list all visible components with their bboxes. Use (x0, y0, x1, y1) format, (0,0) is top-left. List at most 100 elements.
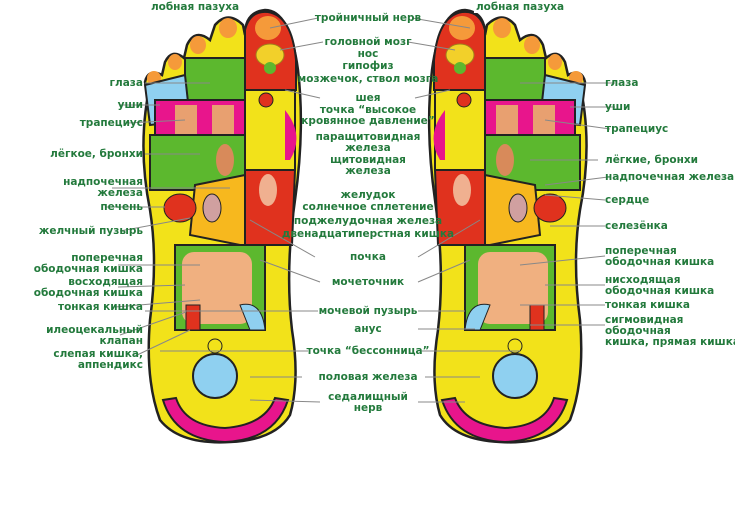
label-line: нерв (353, 402, 383, 414)
label-line: глаза (109, 77, 143, 89)
center-label: мозжечок, ствол мозга (298, 74, 439, 85)
right-label: тонкая кишка (605, 300, 690, 311)
left-label: лёгкое, бронхи (50, 149, 143, 160)
label-line: желудок (340, 189, 396, 201)
label-line: надпочечная (63, 176, 143, 188)
center-label: желудок (341, 190, 396, 201)
center-label: солнечное сплетение (302, 202, 433, 213)
label-line: солнечное сплетение (302, 201, 434, 213)
right-label: трапециус (605, 124, 668, 135)
right-label: надпочечная железа (605, 172, 734, 183)
label-line: поперечная (605, 245, 677, 257)
label-line: трапециус (79, 117, 143, 129)
label-line: кишка, прямая кишка (605, 336, 735, 348)
label-line: восходящая (68, 276, 143, 288)
label-line: уши (605, 101, 631, 113)
center-label: тройничный нерв (315, 13, 421, 24)
right-label: селезёнка (605, 221, 668, 232)
label-line: поджелудочная железа (293, 215, 443, 227)
left-label: глаза (110, 78, 143, 89)
label-frontal-sinus-left: лобная пазуха (148, 1, 242, 13)
label-line: трапециус (605, 123, 669, 135)
center-label: гипофиз (342, 61, 393, 72)
left-label: уши (118, 100, 143, 111)
label-line: половая железа (318, 371, 418, 383)
center-label: головной мозг (324, 37, 411, 48)
label-line: уши (117, 99, 143, 111)
center-label: анус (354, 324, 381, 335)
left-label: печень (100, 202, 143, 213)
label-line: нос (357, 48, 379, 60)
right-label: сердце (605, 195, 649, 206)
label-line: анус (354, 323, 382, 335)
label-line: железа (345, 165, 391, 177)
label-line: тройничный нерв (314, 12, 422, 24)
left-label: трапециус (80, 118, 143, 129)
label-line: сигмовидная (605, 314, 684, 326)
right-label: глаза (605, 78, 638, 89)
label-line: железа (345, 142, 391, 154)
left-label: слепая кишка,аппендикс (53, 349, 143, 371)
label-line: точка “высокое (319, 104, 417, 116)
label-line: селезёнка (605, 220, 668, 232)
label-line: гипофиз (342, 60, 394, 72)
label-line: железа (97, 187, 143, 199)
label-line: ободочная кишка (605, 285, 715, 297)
right-label: уши (605, 102, 630, 113)
center-label: шея (355, 93, 380, 104)
label-line: нисходящая (605, 274, 681, 286)
center-label: поджелудочная железа (294, 216, 442, 227)
label-line: сердце (605, 194, 650, 206)
label-line: поперечная (71, 252, 143, 264)
label-line: тонкая кишка (605, 299, 691, 311)
label-line: ободочная кишка (33, 287, 143, 299)
label-line: седалищный (328, 391, 408, 403)
label-line: лёгкие, бронхи (605, 154, 698, 166)
label-line: ободочная (605, 325, 671, 337)
label-line: печень (100, 201, 143, 213)
center-label: мочевой пузырь (319, 306, 418, 317)
label-line: точка “бессонница” (306, 345, 430, 357)
label-line: клапан (99, 335, 144, 347)
label-line: глаза (605, 77, 639, 89)
center-label: почка (350, 252, 386, 263)
label-line: двенадцатиперстная кишка (281, 228, 455, 240)
label-line: илеоцекальный (46, 324, 143, 336)
label-line: мочеточник (331, 276, 405, 288)
center-label: нос (358, 49, 379, 60)
label-line: паращитовидная (315, 131, 421, 143)
leader-lines (105, 17, 615, 403)
label-line: слепая кишка, (53, 348, 143, 360)
label-line: лёгкое, бронхи (50, 148, 143, 160)
label-line: щитовидная (330, 154, 406, 166)
label-line: почка (350, 251, 386, 263)
left-label: тонкая кишка (58, 302, 143, 313)
right-label: лёгкие, бронхи (605, 155, 698, 166)
label-line: ободочная кишка (605, 256, 715, 268)
left-label: желчный пузырь (39, 226, 143, 237)
center-label: точка “бессонница” (306, 346, 429, 357)
center-label: половая железа (318, 372, 417, 383)
label-frontal-sinus-right: лобная пазуха (473, 1, 567, 13)
label-line: тонкая кишка (57, 301, 143, 313)
label-line: надпочечная железа (605, 171, 735, 183)
label-line: аппендикс (77, 359, 143, 371)
label-line: кровянное давление” (301, 115, 435, 127)
label-line: ободочная кишка (33, 263, 143, 275)
label-line: шея (355, 92, 381, 104)
label-line: мозжечок, ствол мозга (297, 73, 439, 85)
label-line: головной мозг (324, 36, 412, 48)
